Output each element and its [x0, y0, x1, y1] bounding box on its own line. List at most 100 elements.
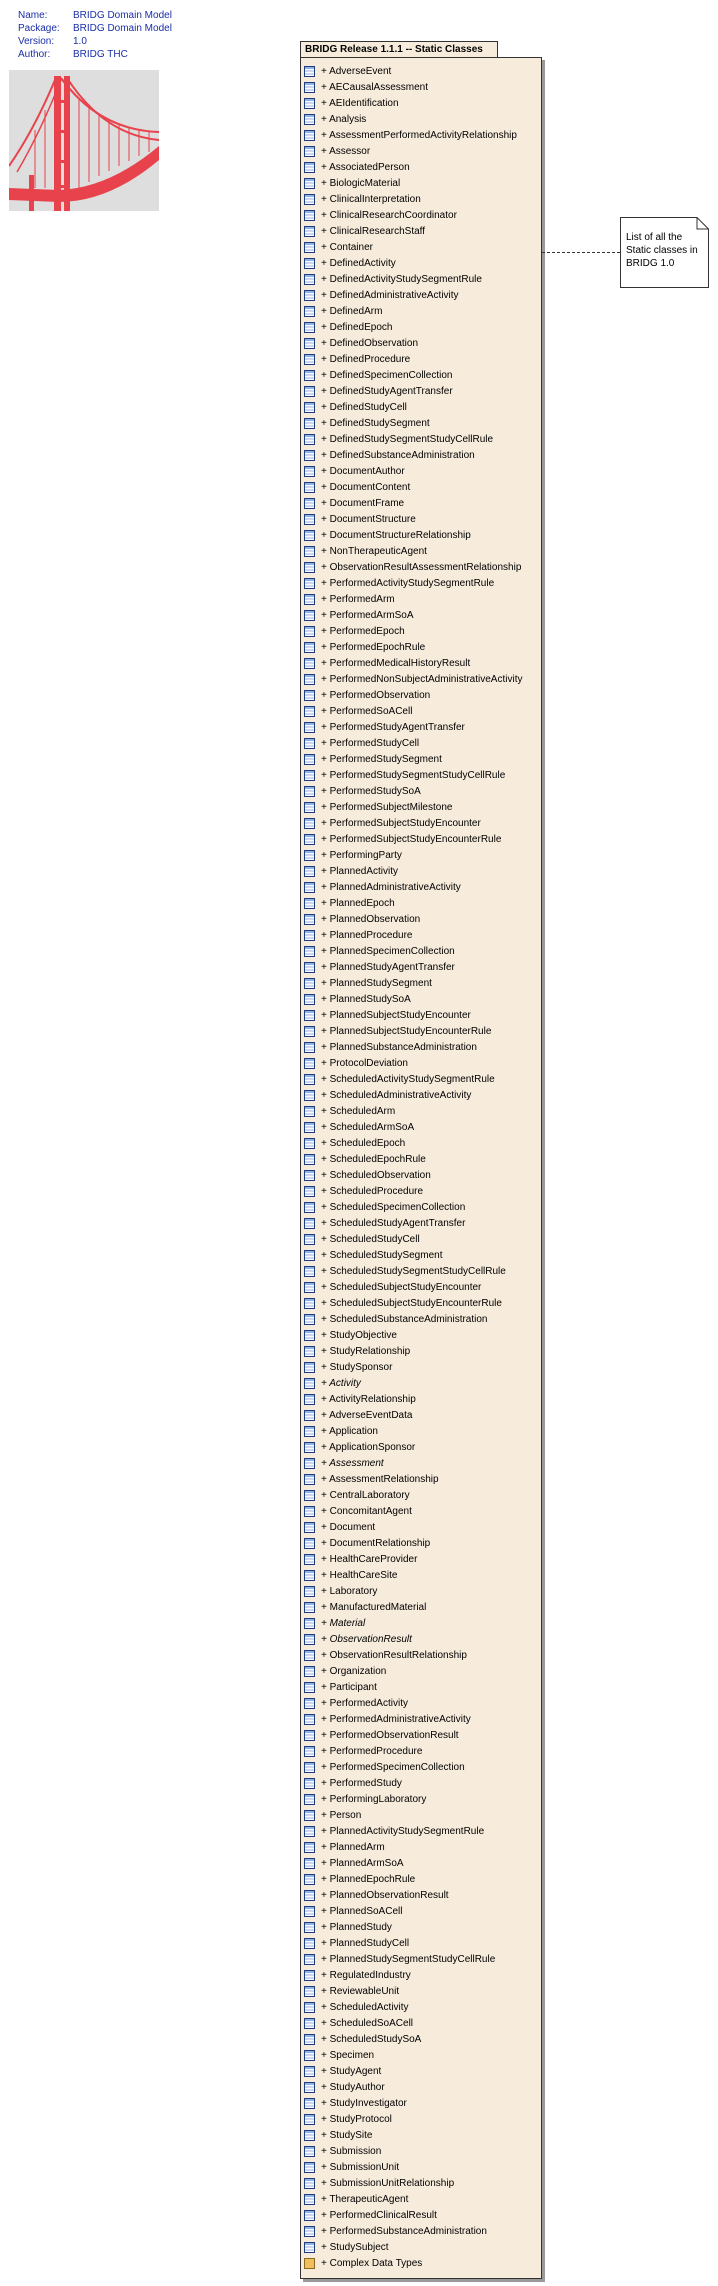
class-item[interactable]: + PerformedSubjectMilestone	[304, 799, 522, 815]
class-item[interactable]: + Specimen	[304, 2047, 522, 2063]
class-item[interactable]: + PerformedProcedure	[304, 1743, 522, 1759]
class-item[interactable]: + DefinedEpoch	[304, 319, 522, 335]
class-item[interactable]: + PlannedObservationResult	[304, 1887, 522, 1903]
class-item[interactable]: + ScheduledStudySegmentStudyCellRule	[304, 1263, 522, 1279]
class-item[interactable]: + DocumentContent	[304, 479, 522, 495]
class-item[interactable]: + Person	[304, 1807, 522, 1823]
class-item[interactable]: + DefinedProcedure	[304, 351, 522, 367]
class-item[interactable]: + PlannedEpochRule	[304, 1871, 522, 1887]
class-item[interactable]: + Assessor	[304, 143, 522, 159]
class-item[interactable]: + PlannedObservation	[304, 911, 522, 927]
class-item[interactable]: + Participant	[304, 1679, 522, 1695]
class-item[interactable]: + BiologicMaterial	[304, 175, 522, 191]
class-item[interactable]: + PerformedStudyCell	[304, 735, 522, 751]
class-item[interactable]: + PerformedAdministrativeActivity	[304, 1711, 522, 1727]
class-item[interactable]: + PlannedActivity	[304, 863, 522, 879]
class-item[interactable]: + ScheduledStudySegment	[304, 1247, 522, 1263]
class-item[interactable]: + PlannedArmSoA	[304, 1855, 522, 1871]
class-item[interactable]: + AssociatedPerson	[304, 159, 522, 175]
class-item[interactable]: + PerformedSubjectStudyEncounter	[304, 815, 522, 831]
class-item[interactable]: + ApplicationSponsor	[304, 1439, 522, 1455]
class-item[interactable]: + AEIdentification	[304, 95, 522, 111]
class-item[interactable]: + PerformedStudySegment	[304, 751, 522, 767]
class-item[interactable]: + RegulatedIndustry	[304, 1967, 522, 1983]
class-item[interactable]: + StudyRelationship	[304, 1343, 522, 1359]
class-item[interactable]: + PerformedStudySegmentStudyCellRule	[304, 767, 522, 783]
class-item[interactable]: + AssessmentPerformedActivityRelationshi…	[304, 127, 522, 143]
class-item[interactable]: + ScheduledSpecimenCollection	[304, 1199, 522, 1215]
class-item[interactable]: + ScheduledActivityStudySegmentRule	[304, 1071, 522, 1087]
class-item[interactable]: + NonTherapeuticAgent	[304, 543, 522, 559]
class-item[interactable]: + PerformedActivityStudySegmentRule	[304, 575, 522, 591]
class-item[interactable]: + ActivityRelationship	[304, 1391, 522, 1407]
class-item[interactable]: + ReviewableUnit	[304, 1983, 522, 1999]
class-item[interactable]: + PlannedSubjectStudyEncounter	[304, 1007, 522, 1023]
class-item[interactable]: + DefinedActivityStudySegmentRule	[304, 271, 522, 287]
class-item[interactable]: + PlannedProcedure	[304, 927, 522, 943]
class-item[interactable]: + DefinedAdministrativeActivity	[304, 287, 522, 303]
class-item[interactable]: + ScheduledProcedure	[304, 1183, 522, 1199]
class-item[interactable]: + Material	[304, 1615, 522, 1631]
class-item[interactable]: + ScheduledStudySoA	[304, 2031, 522, 2047]
class-item[interactable]: + PlannedSubstanceAdministration	[304, 1039, 522, 1055]
class-item[interactable]: + Application	[304, 1423, 522, 1439]
class-item[interactable]: + PerformedEpoch	[304, 623, 522, 639]
class-item[interactable]: + ScheduledObservation	[304, 1167, 522, 1183]
class-item[interactable]: + AdverseEventData	[304, 1407, 522, 1423]
class-item[interactable]: + DocumentStructure	[304, 511, 522, 527]
class-item[interactable]: + PlannedSubjectStudyEncounterRule	[304, 1023, 522, 1039]
class-item[interactable]: + StudySite	[304, 2127, 522, 2143]
class-item[interactable]: + PerformingParty	[304, 847, 522, 863]
class-item[interactable]: + PerformedStudySoA	[304, 783, 522, 799]
class-item[interactable]: + ObservationResultAssessmentRelationshi…	[304, 559, 522, 575]
class-item[interactable]: + ObservationResultRelationship	[304, 1647, 522, 1663]
class-item[interactable]: + ScheduledSoACell	[304, 2015, 522, 2031]
class-item[interactable]: + HealthCareProvider	[304, 1551, 522, 1567]
class-item[interactable]: + StudyInvestigator	[304, 2095, 522, 2111]
class-item[interactable]: + TherapeuticAgent	[304, 2191, 522, 2207]
class-item[interactable]: + DefinedStudyAgentTransfer	[304, 383, 522, 399]
class-item[interactable]: + PerformedNonSubjectAdministrativeActiv…	[304, 671, 522, 687]
class-item[interactable]: + PlannedStudySegment	[304, 975, 522, 991]
class-item[interactable]: + PlannedStudyAgentTransfer	[304, 959, 522, 975]
class-item[interactable]: + PerformedArm	[304, 591, 522, 607]
class-item[interactable]: + Submission	[304, 2143, 522, 2159]
class-item[interactable]: + PlannedAdministrativeActivity	[304, 879, 522, 895]
class-item[interactable]: + Organization	[304, 1663, 522, 1679]
class-item[interactable]: + PerformedSubstanceAdministration	[304, 2223, 522, 2239]
class-item[interactable]: + ScheduledStudyCell	[304, 1231, 522, 1247]
class-item[interactable]: + HealthCareSite	[304, 1567, 522, 1583]
class-item[interactable]: + ClinicalInterpretation	[304, 191, 522, 207]
class-item[interactable]: + ScheduledStudyAgentTransfer	[304, 1215, 522, 1231]
class-item[interactable]: + ClinicalResearchCoordinator	[304, 207, 522, 223]
class-item[interactable]: + PerformedEpochRule	[304, 639, 522, 655]
class-item[interactable]: + StudySponsor	[304, 1359, 522, 1375]
class-item[interactable]: + PerformedSoACell	[304, 703, 522, 719]
class-item[interactable]: + SubmissionUnitRelationship	[304, 2175, 522, 2191]
class-item[interactable]: + ScheduledEpochRule	[304, 1151, 522, 1167]
class-item[interactable]: + PerformedStudyAgentTransfer	[304, 719, 522, 735]
class-item[interactable]: + ScheduledArmSoA	[304, 1119, 522, 1135]
class-item[interactable]: + Analysis	[304, 111, 522, 127]
class-item[interactable]: + PerformedActivity	[304, 1695, 522, 1711]
class-item[interactable]: + AECausalAssessment	[304, 79, 522, 95]
class-item[interactable]: + PerformedSubjectStudyEncounterRule	[304, 831, 522, 847]
class-item[interactable]: + DocumentRelationship	[304, 1535, 522, 1551]
class-item[interactable]: + ScheduledArm	[304, 1103, 522, 1119]
class-item[interactable]: + PerformedMedicalHistoryResult	[304, 655, 522, 671]
class-item[interactable]: + DefinedActivity	[304, 255, 522, 271]
class-item[interactable]: + PlannedStudy	[304, 1919, 522, 1935]
class-item[interactable]: + DefinedArm	[304, 303, 522, 319]
class-item[interactable]: + DefinedStudySegment	[304, 415, 522, 431]
class-item[interactable]: + PlannedStudyCell	[304, 1935, 522, 1951]
class-item[interactable]: + StudyAgent	[304, 2063, 522, 2079]
class-item[interactable]: + DefinedSpecimenCollection	[304, 367, 522, 383]
class-item[interactable]: + ScheduledAdministrativeActivity	[304, 1087, 522, 1103]
class-item[interactable]: + Assessment	[304, 1455, 522, 1471]
class-item[interactable]: + DefinedStudyCell	[304, 399, 522, 415]
class-item[interactable]: + AssessmentRelationship	[304, 1471, 522, 1487]
class-item[interactable]: + PlannedSpecimenCollection	[304, 943, 522, 959]
class-item[interactable]: + PerformedStudy	[304, 1775, 522, 1791]
class-item[interactable]: + PerformedObservation	[304, 687, 522, 703]
class-item[interactable]: + PlannedStudySoA	[304, 991, 522, 1007]
